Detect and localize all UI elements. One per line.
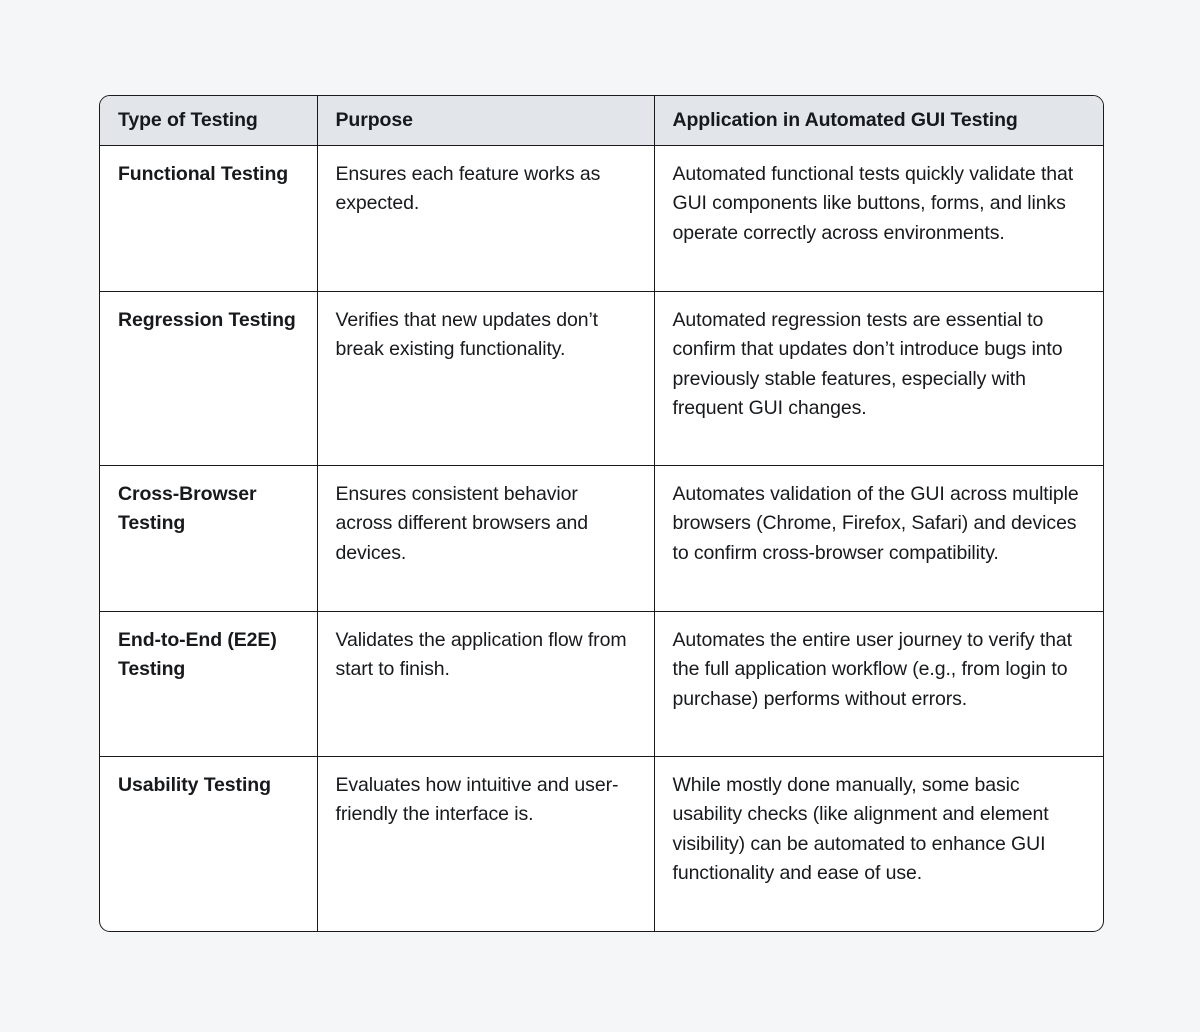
column-header-type-of-testing: Type of Testing bbox=[100, 96, 318, 146]
cell-application-functional: Automated functional tests quickly valid… bbox=[654, 145, 1103, 292]
column-header-purpose: Purpose bbox=[317, 96, 655, 146]
cell-type-regression: Regression Testing bbox=[100, 291, 318, 466]
cell-purpose-cross-browser: Ensures consistent behavior across diffe… bbox=[317, 465, 655, 612]
table-row: Cross-Browser Testing Ensures consistent… bbox=[100, 465, 1103, 612]
table-header-row: Type of Testing Purpose Application in A… bbox=[100, 96, 1103, 146]
cell-application-regression: Automated regression tests are essential… bbox=[654, 291, 1103, 466]
cell-purpose-usability: Evaluates how intuitive and user-friendl… bbox=[317, 756, 655, 931]
cell-purpose-functional: Ensures each feature works as expected. bbox=[317, 145, 655, 292]
cell-purpose-regression: Verifies that new updates don’t break ex… bbox=[317, 291, 655, 466]
cell-type-end-to-end: End-to-End (E2E) Testing bbox=[100, 611, 318, 757]
cell-application-end-to-end: Automates the entire user journey to ver… bbox=[654, 611, 1103, 757]
testing-types-table-container: Type of Testing Purpose Application in A… bbox=[99, 95, 1104, 932]
cell-type-functional: Functional Testing bbox=[100, 145, 318, 292]
column-header-application: Application in Automated GUI Testing bbox=[654, 96, 1103, 146]
testing-types-table: Type of Testing Purpose Application in A… bbox=[100, 96, 1103, 931]
table-header: Type of Testing Purpose Application in A… bbox=[100, 96, 1103, 146]
table-row: Usability Testing Evaluates how intuitiv… bbox=[100, 756, 1103, 931]
cell-type-cross-browser: Cross-Browser Testing bbox=[100, 465, 318, 612]
table-body: Functional Testing Ensures each feature … bbox=[100, 145, 1103, 931]
cell-purpose-end-to-end: Validates the application flow from star… bbox=[317, 611, 655, 757]
table-row: Functional Testing Ensures each feature … bbox=[100, 145, 1103, 292]
cell-type-usability: Usability Testing bbox=[100, 756, 318, 931]
table-row: Regression Testing Verifies that new upd… bbox=[100, 291, 1103, 466]
cell-application-usability: While mostly done manually, some basic u… bbox=[672, 773, 1049, 885]
cell-application-cross-browser: Automates validation of the GUI across m… bbox=[654, 465, 1103, 612]
table-row: End-to-End (E2E) Testing Validates the a… bbox=[100, 611, 1103, 757]
